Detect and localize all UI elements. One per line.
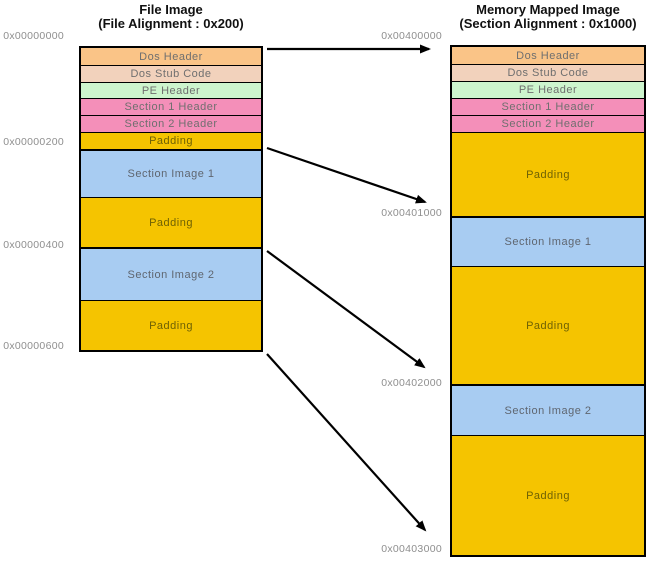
file-address-0x00000000: 0x00000000 bbox=[3, 30, 64, 42]
file-block-pe-header: PE Header bbox=[81, 82, 261, 98]
file-block-section2-header: Section 2 Header bbox=[81, 115, 261, 132]
memory-block-section-image-1: Section Image 1 bbox=[452, 216, 644, 266]
memory-block-section2-header: Section 2 Header bbox=[452, 115, 644, 132]
file-block-padding-3: Padding bbox=[81, 300, 261, 350]
mapping-arrow-section1-to-0x00401000 bbox=[266, 146, 427, 204]
memory-block-section-image-2: Section Image 2 bbox=[452, 384, 644, 435]
file-image-title-line1: File Image bbox=[139, 2, 203, 17]
file-block-dos-header: Dos Header bbox=[81, 48, 261, 65]
file-block-section-image-2: Section Image 2 bbox=[81, 247, 261, 300]
memory-block-padding-1: Padding bbox=[452, 132, 644, 216]
memory-image-title-line2: (Section Alignment : 0x1000) bbox=[459, 15, 637, 31]
file-block-dos-stub-code: Dos Stub Code bbox=[81, 65, 261, 82]
file-image-title: File Image (File Alignment : 0x200) bbox=[41, 3, 301, 30]
memory-block-dos-stub-code: Dos Stub Code bbox=[452, 64, 644, 81]
file-address-0x00000600: 0x00000600 bbox=[3, 340, 64, 352]
memory-block-padding-3: Padding bbox=[452, 435, 644, 555]
memory-address-0x00402000: 0x00402000 bbox=[381, 377, 442, 389]
memory-block-section1-header: Section 1 Header bbox=[452, 98, 644, 115]
memory-image-box: Dos Header Dos Stub Code PE Header Secti… bbox=[450, 45, 646, 557]
file-block-padding-2: Padding bbox=[81, 197, 261, 247]
memory-address-0x00400000: 0x00400000 bbox=[381, 30, 442, 42]
file-address-0x00000400: 0x00000400 bbox=[3, 239, 64, 251]
memory-image-title: Memory Mapped Image (Section Alignment :… bbox=[418, 3, 650, 30]
memory-address-0x00403000: 0x00403000 bbox=[381, 543, 442, 555]
file-block-padding-1: Padding bbox=[81, 132, 261, 149]
file-block-section1-header: Section 1 Header bbox=[81, 98, 261, 115]
file-image-title-line2: (File Alignment : 0x200) bbox=[98, 15, 244, 31]
file-block-section-image-1: Section Image 1 bbox=[81, 149, 261, 197]
file-image-box: Dos Header Dos Stub Code PE Header Secti… bbox=[79, 46, 263, 352]
memory-block-padding-2: Padding bbox=[452, 266, 644, 384]
memory-image-title-line1: Memory Mapped Image bbox=[476, 2, 620, 17]
file-address-0x00000200: 0x00000200 bbox=[3, 136, 64, 148]
memory-block-pe-header: PE Header bbox=[452, 81, 644, 98]
mapping-arrow-section2-to-0x00402000 bbox=[266, 250, 426, 369]
memory-address-0x00401000: 0x00401000 bbox=[381, 207, 442, 219]
memory-block-dos-header: Dos Header bbox=[452, 47, 644, 64]
